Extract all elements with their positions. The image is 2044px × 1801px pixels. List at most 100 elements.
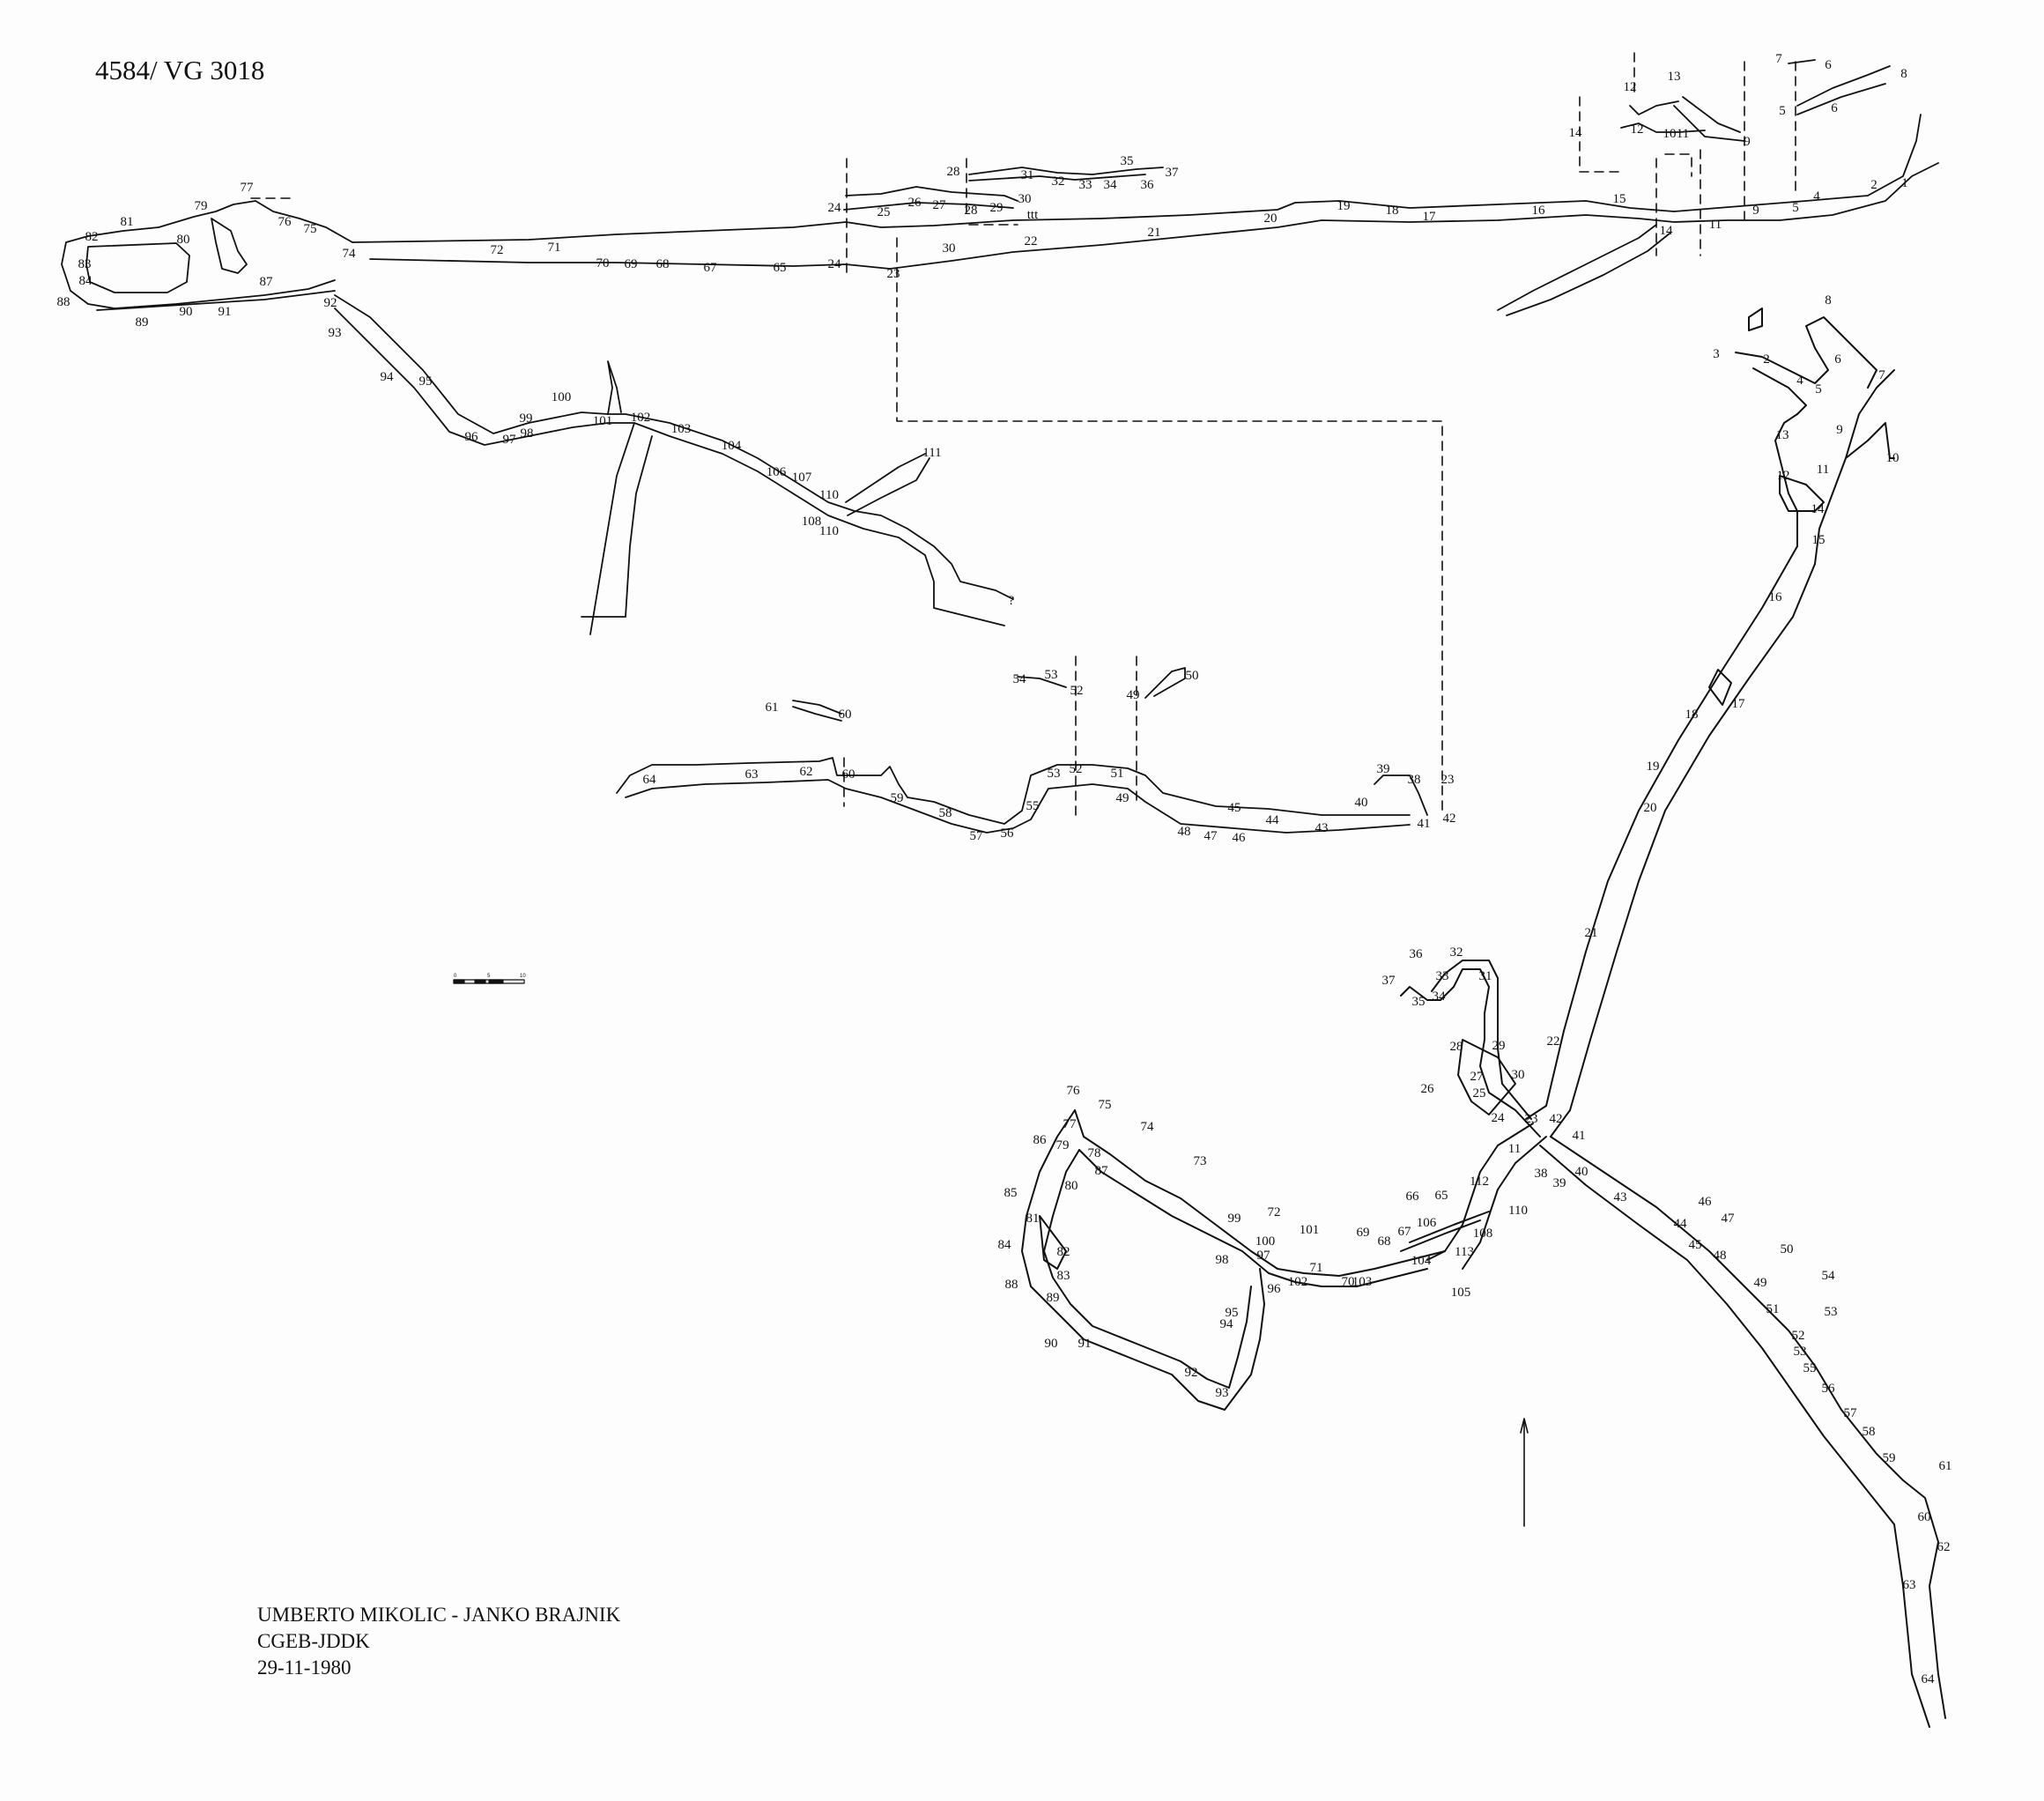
- plan-station-label: 91: [1078, 1337, 1092, 1351]
- plan-station-label: 13: [1776, 428, 1789, 442]
- plan-station-label: 34: [1433, 989, 1447, 1004]
- plan-station-label: 45: [1689, 1238, 1702, 1252]
- profile-station-label: 35: [1121, 154, 1134, 168]
- profile-station-label: 69: [625, 257, 638, 271]
- plan-station-label: 30: [1512, 1068, 1525, 1082]
- plan-station-label: 31: [1479, 969, 1492, 983]
- profile-station-label: 30: [943, 241, 956, 256]
- plan-station-label: 113: [1455, 1245, 1474, 1259]
- plan-station-label: 15: [1812, 533, 1826, 547]
- profile-station-label: 61: [766, 700, 779, 715]
- profile-station-label: 34: [1104, 178, 1118, 192]
- profile-station-label: 77: [241, 181, 255, 195]
- profile-station-label: 81: [121, 215, 134, 229]
- plan-station-label: 80: [1065, 1179, 1078, 1193]
- plan-station-label: 26: [1421, 1082, 1435, 1096]
- profile-station-label: 91: [218, 305, 232, 319]
- profile-west-chamber: [61, 200, 1014, 635]
- plan-station-label: 86: [1033, 1133, 1048, 1147]
- profile-station-label: 106: [766, 465, 787, 479]
- profile-station-label: 39: [1377, 762, 1390, 776]
- plan-station-label: 57: [1844, 1406, 1858, 1420]
- plan-station-label: 72: [1268, 1205, 1281, 1219]
- plan-station-label: 11: [1817, 463, 1829, 477]
- plan-station-label: 37: [1382, 974, 1396, 988]
- plan-station-label: 12: [1777, 469, 1790, 483]
- plan-station-label: 59: [1883, 1451, 1896, 1465]
- profile-station-label: 23: [1441, 773, 1455, 787]
- scale-label-5: 5: [487, 974, 491, 979]
- profile-station-label: 12: [1631, 122, 1644, 137]
- survey-organization: CGEB-JDDK: [257, 1630, 370, 1652]
- plan-station-label: 70: [1342, 1275, 1355, 1289]
- profile-station-label: 102: [631, 411, 651, 425]
- plan-station-label: 40: [1575, 1165, 1589, 1179]
- plan-station-label: 6: [1834, 352, 1841, 367]
- profile-station-label: 71: [548, 241, 561, 255]
- plan-station-label: 41: [1573, 1129, 1586, 1143]
- plan-station-label: 9: [1836, 423, 1843, 437]
- profile-station-label: 45: [1228, 801, 1241, 815]
- profile-station-label: 104: [722, 439, 742, 453]
- profile-station-label: 70: [596, 256, 610, 271]
- plan-station-label: 99: [1228, 1212, 1241, 1226]
- profile-station-label: 47: [1204, 829, 1218, 843]
- scale-label-10: 10: [520, 974, 526, 979]
- plan-station-label: 8: [1825, 293, 1832, 308]
- plan-station-label: 79: [1056, 1138, 1070, 1152]
- plan-station-label: 43: [1614, 1190, 1627, 1204]
- plan-station-label: 105: [1451, 1286, 1471, 1300]
- profile-station-label: 26: [908, 196, 922, 210]
- profile-station-label: 12: [1624, 80, 1637, 94]
- plan-station-label: 24: [1492, 1111, 1506, 1125]
- profile-station-label: 53: [1045, 668, 1058, 682]
- profile-station-label: 6: [1825, 58, 1832, 72]
- plan-station-label: 28: [1450, 1040, 1463, 1054]
- profile-station-label: 6: [1831, 101, 1838, 115]
- profile-station-label: 56: [1001, 826, 1015, 841]
- plan-station-label: 63: [1903, 1578, 1916, 1592]
- profile-station-label: 59: [891, 791, 904, 805]
- profile-station-label: 58: [939, 806, 952, 820]
- profile-east-branch: [1497, 59, 1891, 316]
- profile-station-label: 100: [552, 390, 572, 404]
- profile-station-label: 1: [1901, 176, 1908, 190]
- profile-station-label: 37: [1166, 166, 1180, 180]
- plan-station-label: 42: [1550, 1112, 1563, 1126]
- profile-station-label: 55: [1026, 799, 1040, 813]
- plan-station-label: 53: [1794, 1345, 1807, 1359]
- plan-station-label: 25: [1473, 1086, 1486, 1101]
- plan-station-label: 55: [1803, 1361, 1817, 1375]
- scale-label-0: 0: [454, 974, 457, 979]
- profile-station-label: 23: [887, 267, 900, 281]
- plan-station-label: 16: [1769, 590, 1783, 604]
- plan-station-label: 75: [1099, 1098, 1112, 1112]
- plan-station-label: 11: [1508, 1142, 1521, 1156]
- profile-station-label: 49: [1127, 688, 1140, 702]
- plan-station-label: 77: [1063, 1117, 1078, 1131]
- profile-station-label: 27: [933, 198, 947, 212]
- profile-station-label: 80: [177, 233, 190, 247]
- profile-station-label: 40: [1355, 796, 1368, 810]
- profile-station-label: 42: [1443, 812, 1456, 826]
- profile-station-label: 32: [1052, 174, 1065, 189]
- survey-credits: UMBERTO MIKOLIC - JANKO BRAJNIK CGEB-JDD…: [257, 1602, 620, 1681]
- plan-station-label: 23: [1525, 1112, 1538, 1126]
- profile-station-label: 8: [1900, 67, 1907, 81]
- plan-main-gallery: [1525, 308, 1946, 1728]
- plan-station-label: 65: [1435, 1189, 1448, 1203]
- plan-station-label: 7: [1878, 368, 1885, 382]
- profile-station-label: 68: [656, 257, 670, 271]
- plan-station-label: 29: [1492, 1039, 1506, 1053]
- profile-station-label: 82: [85, 230, 99, 244]
- profile-station-label: 92: [324, 296, 337, 310]
- plan-station-label: 104: [1411, 1254, 1432, 1268]
- plan-station-label: 61: [1939, 1459, 1952, 1473]
- plan-station-label: 10: [1886, 451, 1900, 465]
- plan-station-label: 64: [1922, 1672, 1936, 1686]
- profile-station-label: 2: [1870, 178, 1877, 192]
- profile-station-label: 84: [79, 274, 93, 288]
- plan-station-label: 19: [1647, 760, 1660, 774]
- plan-station-label: 89: [1047, 1291, 1060, 1305]
